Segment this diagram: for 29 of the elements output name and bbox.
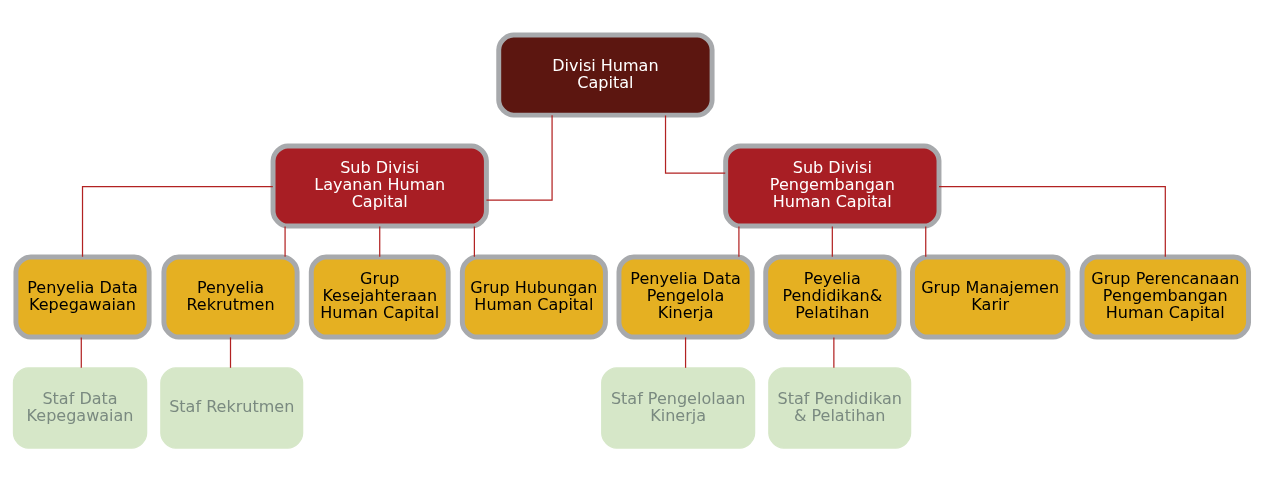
connector [925, 225, 927, 258]
node-box: Grup Perencanaan Pengembangan Human Capital [1079, 254, 1251, 340]
connector [738, 225, 740, 258]
connector [485, 114, 553, 201]
connector [684, 336, 687, 369]
node-box: Staf Pendidikan & Pelatihan [768, 367, 912, 449]
connector [938, 186, 1166, 258]
connector [664, 114, 726, 174]
node-box: Penyelia Rekrutmen [161, 254, 300, 340]
connector [833, 336, 835, 369]
node-box: Penyelia Data Kepegawaian [13, 254, 152, 340]
node-box: Sub Divisi Pengembangan Human Capital [723, 143, 942, 229]
node-box: Peyelia Pendidikan& Pelatihan [763, 254, 902, 340]
node-box: Grup Kesejahteraan Human Capital [308, 254, 451, 340]
node-box: Divisi Human Capital [496, 32, 715, 118]
node-box: Sub Divisi Layanan Human Capital [270, 143, 489, 229]
node-box: Staf Data Kepegawaian [12, 367, 148, 449]
node-box: Grup Hubungan Human Capital [459, 254, 608, 340]
connector [284, 225, 286, 258]
node-box: Staf Rekrutmen [160, 367, 304, 449]
connector [473, 225, 475, 258]
node-box: Staf Pengelolaan Kinerja [601, 367, 756, 449]
connector [229, 336, 232, 369]
connector [379, 225, 381, 258]
connector [80, 336, 82, 369]
node-box: Penyelia Data Pengelola Kinerja [616, 254, 755, 340]
node-box: Grup Manajemen Karir [910, 254, 1071, 340]
connector [81, 186, 274, 258]
connector [831, 225, 833, 258]
